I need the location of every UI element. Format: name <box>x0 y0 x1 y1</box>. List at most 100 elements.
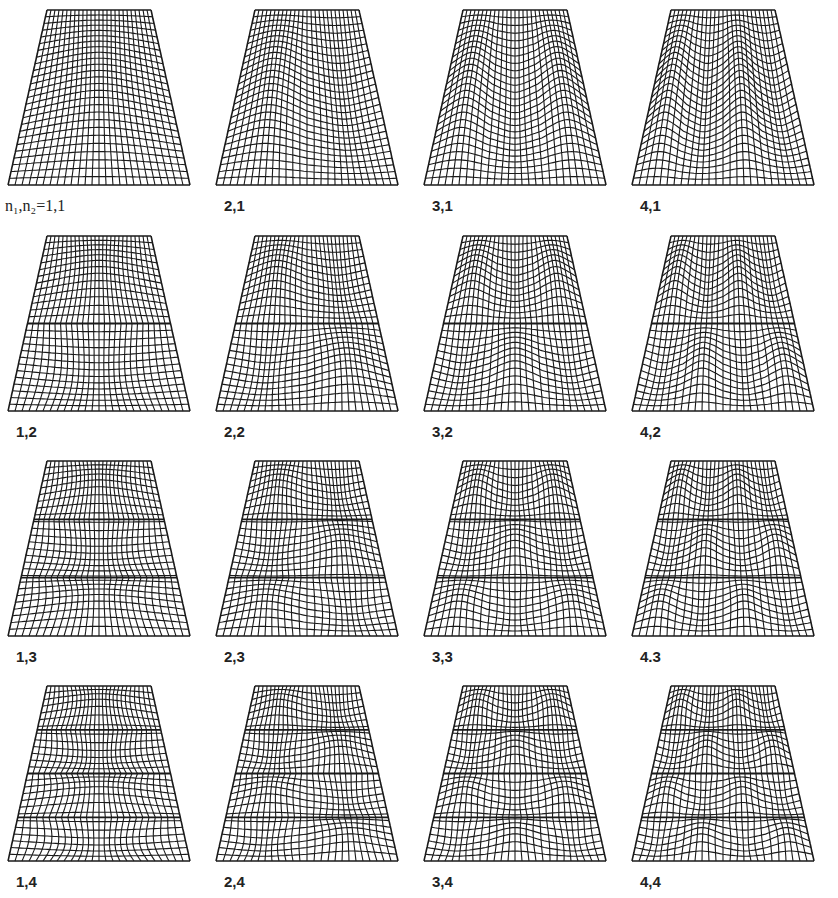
mesh-line <box>430 828 600 839</box>
mesh-line <box>444 773 587 775</box>
mesh-line <box>644 580 802 583</box>
mesh-line <box>652 541 795 554</box>
mesh-line <box>32 297 166 304</box>
mesh-line <box>652 84 795 106</box>
mesh-line <box>652 773 795 775</box>
mesh-line <box>658 518 788 520</box>
mesh-line <box>514 10 515 185</box>
mesh-line <box>41 706 157 713</box>
mesh-line <box>661 729 785 731</box>
mesh-line <box>656 746 790 757</box>
mesh-line <box>453 47 578 64</box>
mesh-line <box>453 729 577 731</box>
mesh-line <box>655 306 792 313</box>
mesh-line <box>8 410 190 412</box>
mesh-line <box>435 584 596 591</box>
mesh-line <box>771 10 807 185</box>
mesh-line <box>436 580 594 583</box>
mesh-line <box>218 402 397 406</box>
mesh-line <box>463 9 567 11</box>
mesh-line <box>16 143 183 151</box>
mesh-line <box>427 842 603 851</box>
mesh-line <box>26 330 172 332</box>
mesh-line <box>649 781 798 790</box>
mesh-line <box>644 803 802 810</box>
mesh-line <box>13 609 186 616</box>
mesh-line <box>236 84 379 106</box>
mesh-line <box>47 685 151 687</box>
mesh-line <box>447 754 584 763</box>
mesh-line <box>635 617 811 626</box>
mesh-line <box>641 819 805 822</box>
mesh-line <box>647 787 799 798</box>
mesh-line <box>640 595 807 608</box>
mesh-line <box>216 410 398 412</box>
mesh-line <box>653 314 793 318</box>
mesh-line <box>10 404 189 405</box>
mesh-line <box>25 781 174 787</box>
mesh-line <box>20 580 178 582</box>
mesh-line <box>219 617 395 626</box>
mesh-line <box>216 635 398 637</box>
mesh-line <box>634 851 813 856</box>
mesh-line <box>457 255 573 268</box>
mesh-line <box>442 90 588 112</box>
mesh-line <box>37 273 162 283</box>
mesh-line <box>441 781 590 790</box>
mesh-line <box>453 504 578 511</box>
mesh-line <box>240 64 374 85</box>
mode-label: 3,4 <box>430 873 455 891</box>
mesh-line <box>450 288 581 301</box>
mesh-line <box>643 812 804 815</box>
mesh-line <box>17 371 181 377</box>
mesh-line <box>646 575 801 577</box>
mesh-line <box>658 289 789 302</box>
mode-label: 2,3 <box>222 648 247 666</box>
mesh-line <box>447 305 584 312</box>
mesh-line <box>444 773 587 774</box>
mesh-line <box>426 177 605 180</box>
mesh-line <box>463 235 567 237</box>
mesh-line <box>650 90 796 112</box>
mesh-line <box>300 10 303 185</box>
mesh-line <box>17 821 181 822</box>
mesh-line <box>243 281 371 296</box>
mesh-line <box>715 461 719 636</box>
mesh-line <box>8 184 190 186</box>
mesh-line <box>245 273 370 289</box>
mesh-line <box>251 474 364 486</box>
mesh-line <box>40 36 159 44</box>
mesh-line <box>34 521 165 523</box>
mesh-line <box>19 364 180 370</box>
mesh-line <box>638 828 808 838</box>
mesh-line <box>222 601 392 614</box>
mesh-line <box>426 626 605 631</box>
mesh-line <box>230 342 385 355</box>
mesh-line <box>242 521 373 523</box>
mesh-line <box>224 143 391 156</box>
mesh-line <box>463 460 567 462</box>
mesh-line <box>57 10 75 185</box>
mesh-line <box>221 384 394 395</box>
mesh-line <box>229 577 385 579</box>
mesh-line <box>438 342 593 355</box>
mesh-line <box>641 135 805 150</box>
mesh-line <box>22 794 177 801</box>
mesh-line <box>299 461 303 636</box>
mesh-line <box>424 635 606 637</box>
mesh-line <box>439 105 591 126</box>
mesh-line <box>19 812 180 814</box>
mesh-line <box>427 393 603 400</box>
mesh-line <box>647 565 799 571</box>
mesh-line <box>442 328 588 332</box>
mesh-line <box>227 812 388 815</box>
mesh-line <box>429 160 602 168</box>
mesh-line <box>424 410 606 412</box>
mesh-line <box>647 337 799 347</box>
mesh-line <box>40 487 159 495</box>
mesh-line <box>14 384 184 389</box>
mesh-line <box>451 52 579 71</box>
mesh-line <box>11 848 187 852</box>
mesh-line <box>438 112 593 132</box>
mesh-line <box>23 787 175 794</box>
